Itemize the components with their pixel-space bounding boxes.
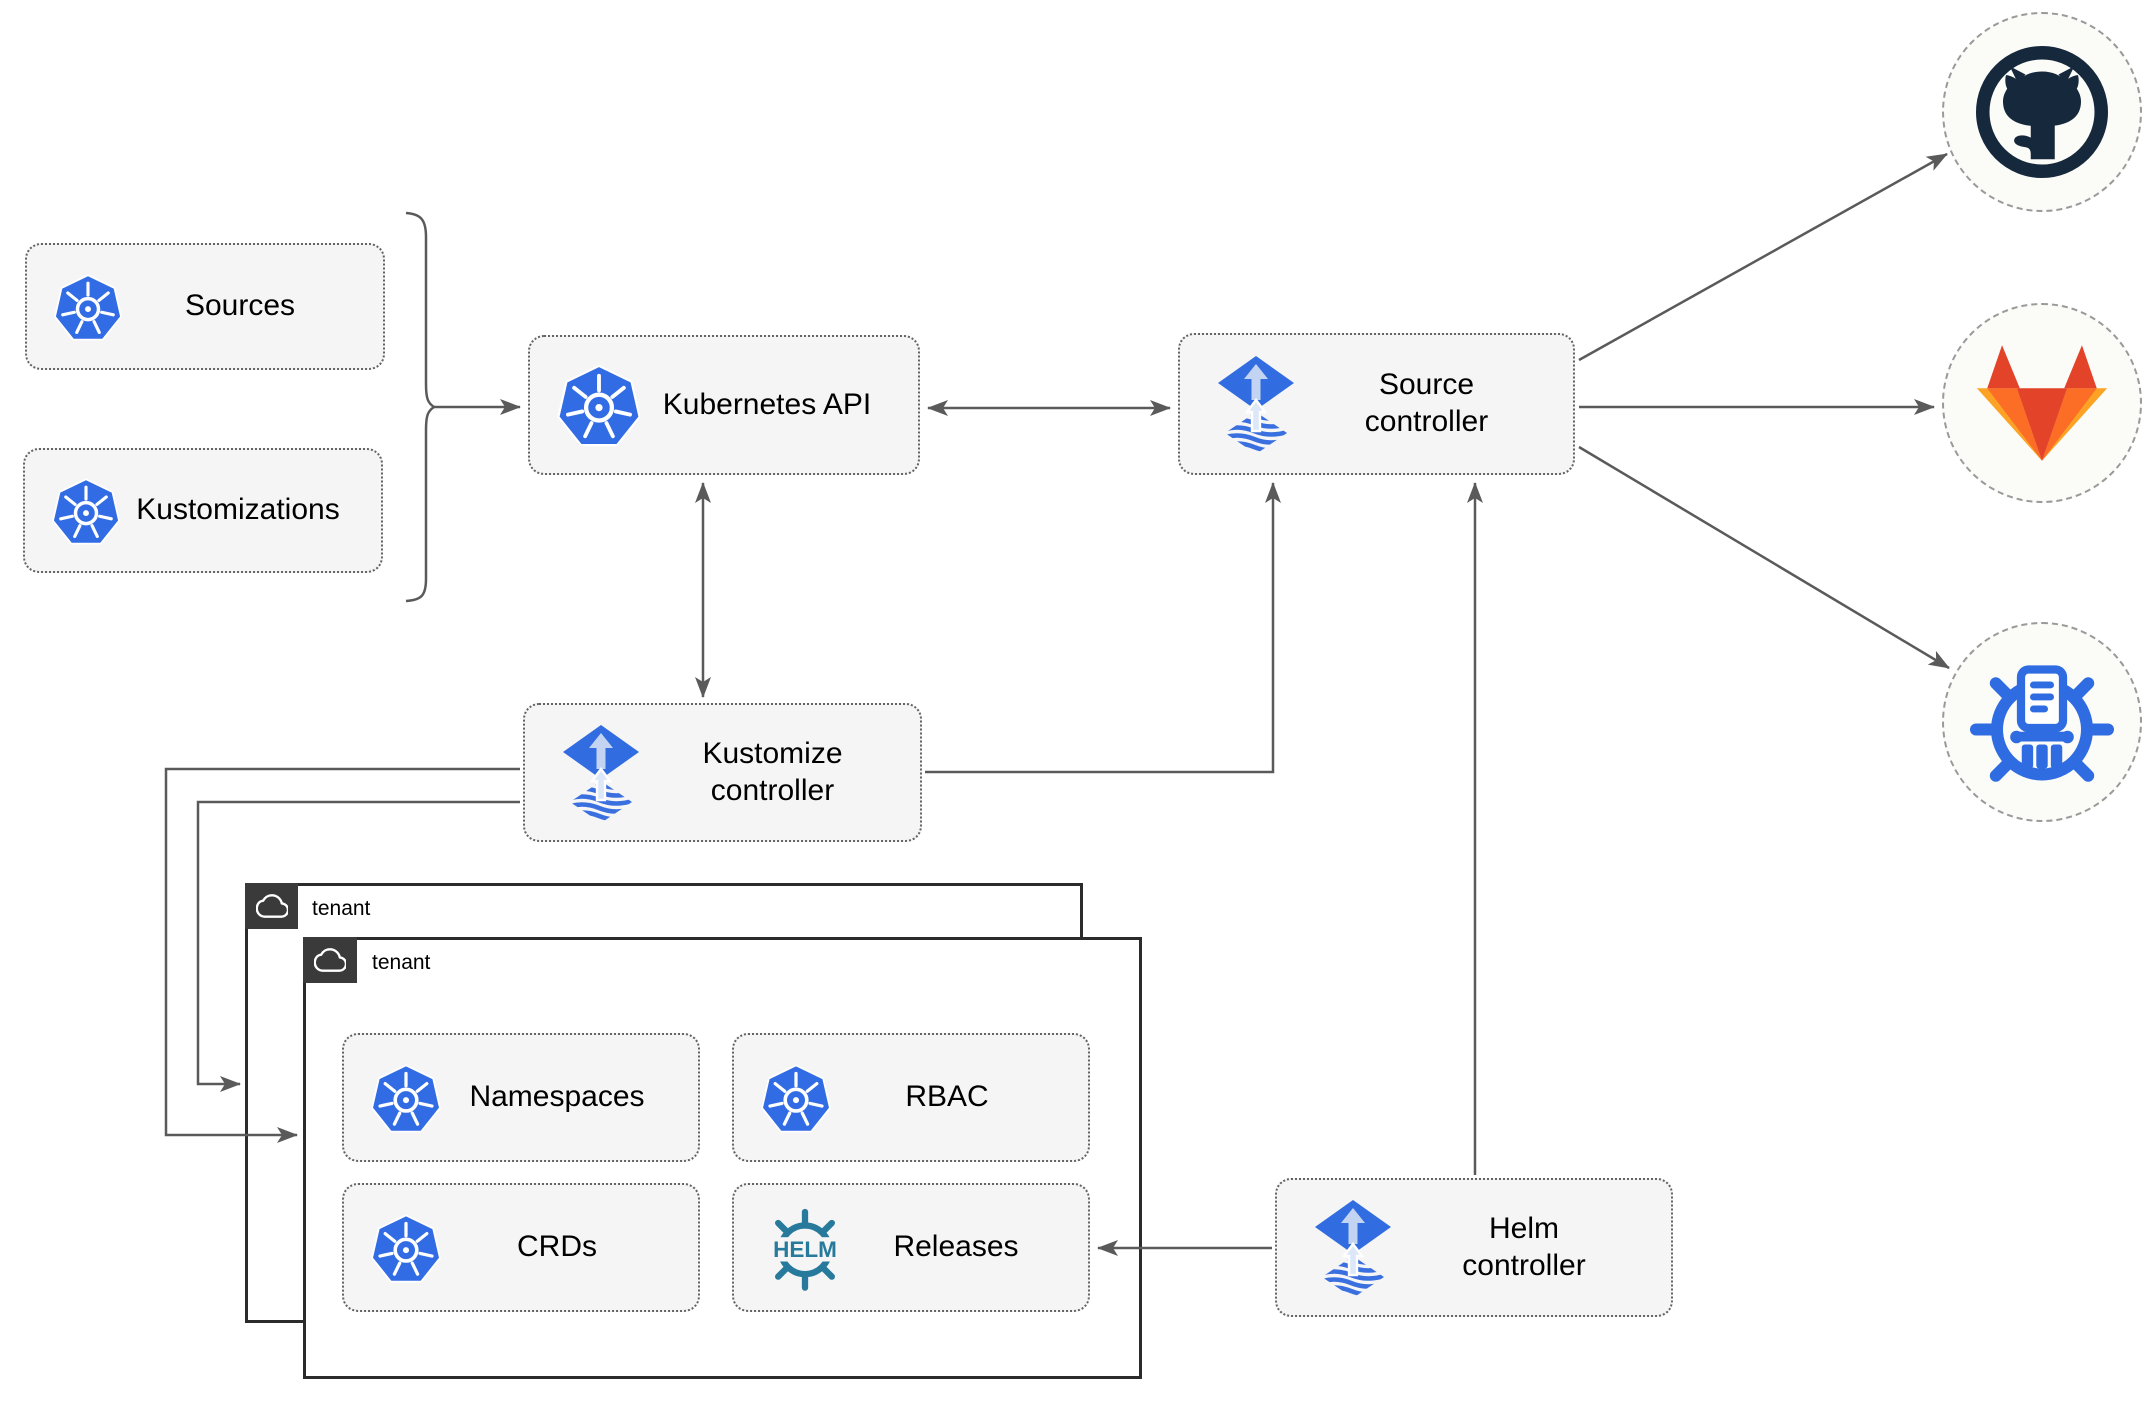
node-helm-controller[interactable]: Helm controller [1275, 1178, 1673, 1317]
kubernetes-icon [53, 272, 123, 342]
node-namespaces-label: Namespaces [469, 1080, 645, 1114]
node-helm-controller-label: Helm controller [1462, 1211, 1586, 1282]
node-rbac[interactable]: RBAC [732, 1033, 1090, 1162]
node-crds-label: CRDs [517, 1230, 597, 1264]
node-rbac-label: RBAC [905, 1080, 989, 1114]
gitlab-icon [1968, 336, 2116, 470]
tenant-back-tab [245, 883, 298, 929]
helm-icon: HELM [760, 1203, 850, 1293]
node-kustomize-controller[interactable]: Kustomize controller [523, 703, 922, 842]
chartmuseum-icon [1967, 647, 2117, 797]
tenant-front-tab [303, 937, 357, 983]
kubernetes-icon [51, 476, 121, 546]
node-sources[interactable]: Sources [25, 243, 385, 370]
edge-sourcectrl-chartmuseum [1578, 445, 1950, 670]
node-releases-label: Releases [893, 1230, 1019, 1264]
cloud-icon [314, 944, 346, 976]
github-node[interactable] [1942, 12, 2142, 212]
flux-icon [551, 718, 651, 828]
helm-logo-text: HELM [773, 1237, 837, 1262]
kubernetes-icon [760, 1062, 832, 1134]
node-source-controller[interactable]: Source controller [1178, 333, 1575, 475]
flux-icon [1303, 1193, 1403, 1303]
kubernetes-icon [370, 1212, 442, 1284]
cloud-icon [256, 890, 288, 922]
kubernetes-icon [556, 362, 642, 448]
brace-sources-group [405, 211, 437, 603]
node-releases[interactable]: HELM Releases [732, 1183, 1090, 1312]
node-kubernetes-api-label: Kubernetes API [662, 387, 872, 421]
gitlab-node[interactable] [1942, 303, 2142, 503]
kubernetes-icon [370, 1062, 442, 1134]
edge-sourcectrl-github [1578, 152, 1948, 362]
node-namespaces[interactable]: Namespaces [342, 1033, 700, 1162]
chartmuseum-node[interactable] [1942, 622, 2142, 822]
node-kustomize-controller-label: Kustomize controller [702, 736, 843, 807]
node-kustomizations-label: Kustomizations [136, 493, 340, 527]
node-crds[interactable]: CRDs [342, 1183, 700, 1312]
node-sources-label: Sources [184, 289, 296, 323]
tenant-back-label: tenant [312, 897, 371, 920]
flux-icon [1206, 349, 1306, 459]
node-source-controller-label: Source controller [1364, 368, 1489, 438]
node-kustomizations[interactable]: Kustomizations [23, 448, 383, 573]
github-icon [1967, 37, 2117, 187]
tenant-front-label: tenant [372, 951, 431, 974]
edge-kustomizectrl-sourcectrl [925, 482, 1281, 774]
node-kubernetes-api[interactable]: Kubernetes API [528, 335, 920, 475]
